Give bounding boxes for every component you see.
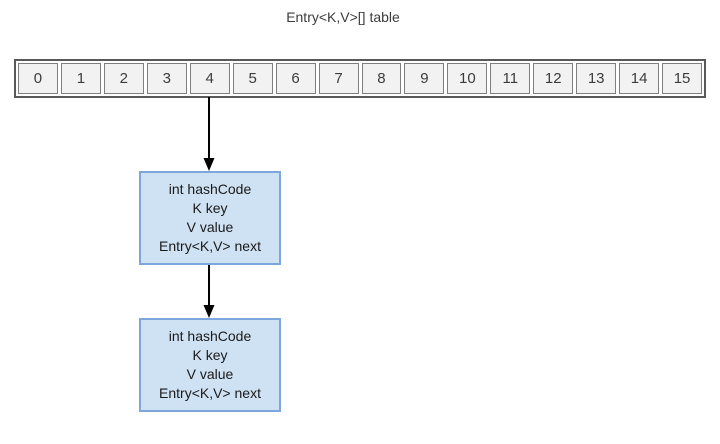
arrow-node1-to-node2-icon xyxy=(203,265,215,318)
bucket-cell-2: 2 xyxy=(103,63,144,94)
bucket-cell-14: 14 xyxy=(619,63,660,94)
arrow-bucket4-to-node1-icon xyxy=(203,97,215,171)
bucket-cell-7: 7 xyxy=(318,63,359,94)
node-field-line: Entry<K,V> next xyxy=(159,385,261,401)
bucket-cell-11: 11 xyxy=(490,63,531,94)
bucket-cell-5: 5 xyxy=(232,63,273,94)
node-field-line: int hashCode xyxy=(168,328,252,344)
node-field-line: int hashCode xyxy=(168,181,252,197)
node-field-line: V value xyxy=(186,219,234,235)
bucket-cell-12: 12 xyxy=(533,63,574,94)
bucket-cell-8: 8 xyxy=(361,63,402,94)
bucket-cell-4: 4 xyxy=(189,63,230,94)
bucket-cell-6: 6 xyxy=(275,63,316,94)
bucket-cell-13: 13 xyxy=(576,63,617,94)
node-field-line: K key xyxy=(192,347,228,363)
bucket-cell-3: 3 xyxy=(146,63,187,94)
bucket-cell-1: 1 xyxy=(60,63,101,94)
bucket-cell-9: 9 xyxy=(404,63,445,94)
bucket-cell-10: 10 xyxy=(447,63,488,94)
bucket-cell-15: 15 xyxy=(662,63,702,94)
bucket-cell-0: 0 xyxy=(18,63,58,94)
diagram-title: Entry<K,V>[] table xyxy=(286,9,400,25)
node-field-line: V value xyxy=(186,366,234,382)
node-field-line: K key xyxy=(192,200,228,216)
node-field-line: Entry<K,V> next xyxy=(159,238,261,254)
